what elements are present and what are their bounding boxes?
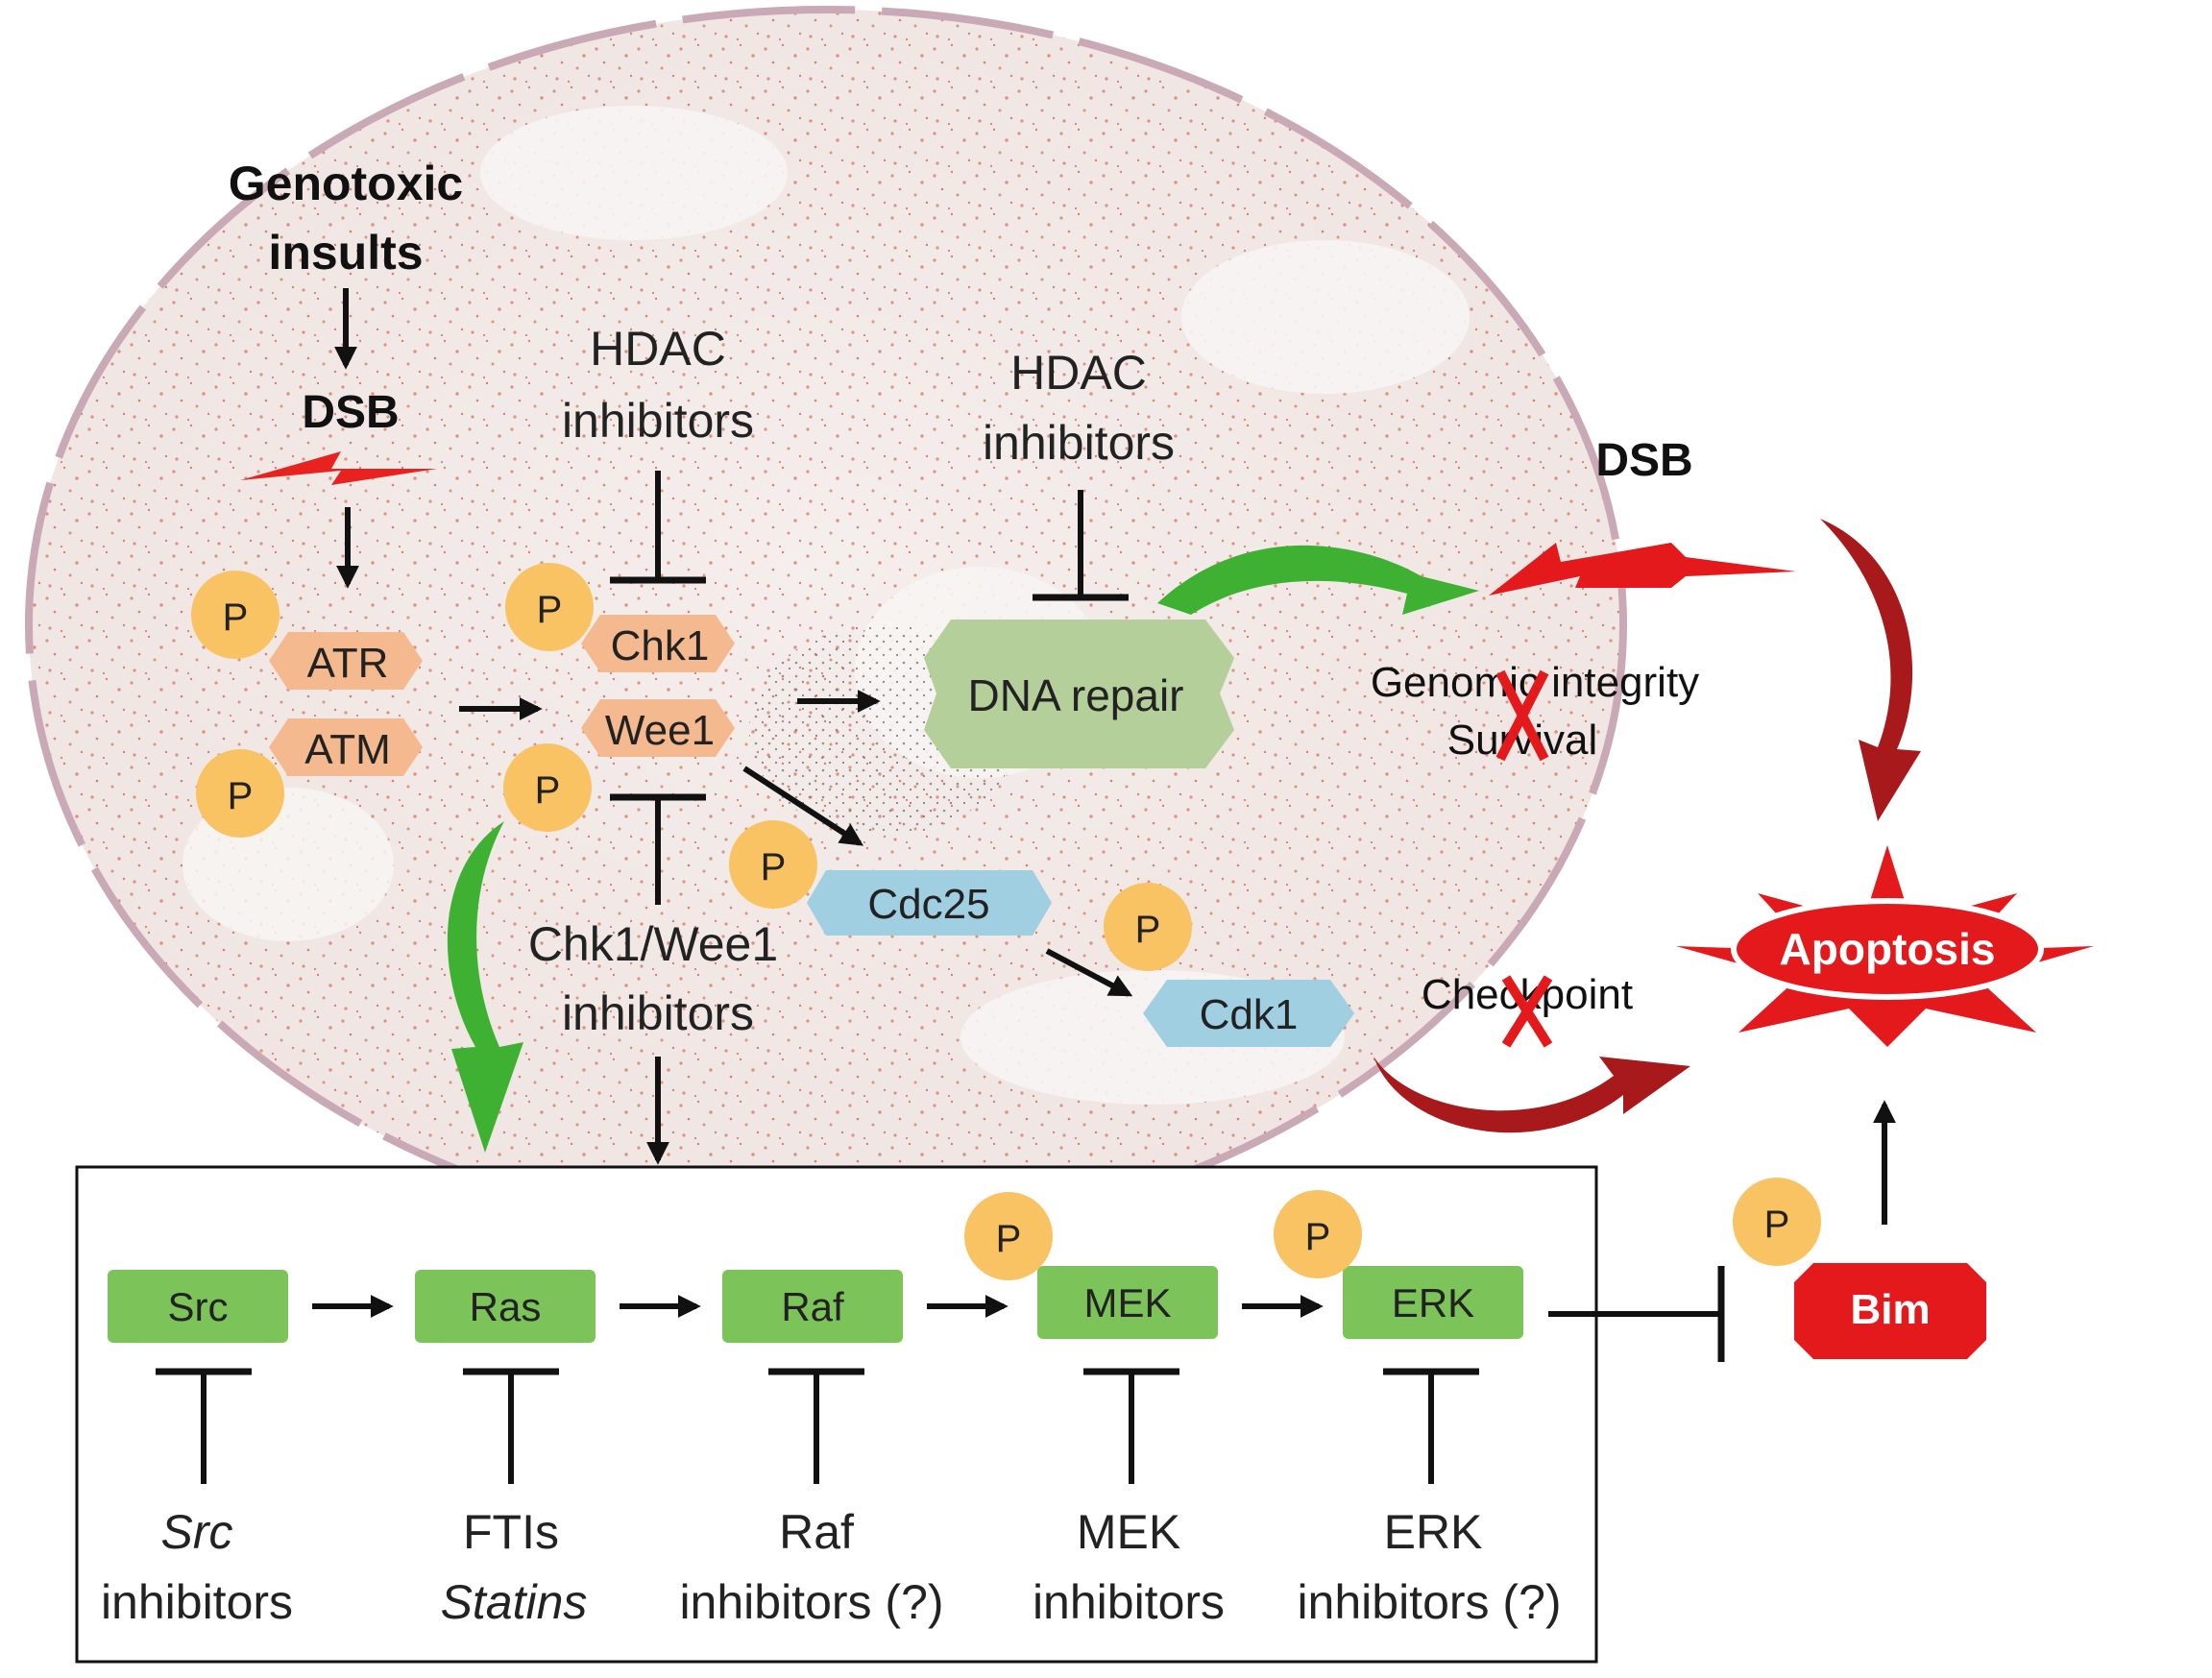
checkpoint-block-cross [1501,975,1553,1048]
dsb-right-lightning [1489,543,1796,596]
ras-inhibitor-label-2: Statins [441,1575,588,1629]
atr-label: ATR [307,640,389,687]
phospho-label: P [228,775,254,817]
phospho-label: P [537,589,563,631]
phospho-label: P [223,596,249,639]
dsb-apoptosis-arrow [1820,519,1921,821]
apoptosis-label: Apoptosis [1780,924,1996,974]
atr-phospho [191,571,280,659]
erk-inhibitor-label-2: inhibitors (?) [1297,1575,1561,1629]
cdk1-box [1143,980,1354,1047]
erk-inhibitor-label-1: ERK [1384,1505,1483,1559]
phospho-label: P [1135,909,1161,951]
dna-repair-label: DNA repair [968,670,1184,720]
src-box [108,1270,288,1343]
cdc25-label: Cdc25 [867,881,989,928]
src-label: Src [168,1284,229,1329]
raf-inhibitor-label-1: Raf [779,1505,854,1559]
green-arrow-mapk [447,821,523,1153]
chk1-label: Chk1 [611,622,710,669]
phospho-label: P [535,769,561,812]
mek-inhibitor-label-1: MEK [1077,1505,1180,1559]
dna-repair-box [924,620,1234,768]
mek-label: MEK [1083,1280,1171,1325]
ras-box [415,1270,596,1343]
raf-label: Raf [781,1284,844,1329]
hdac1-label-1: HDAC [590,322,726,376]
checkpoint-apoptosis-arrow [1373,1057,1690,1133]
cdc25-box [807,870,1052,936]
phospho-label: P [1305,1216,1331,1258]
phospho-label: P [996,1218,1022,1260]
mek-phospho [964,1192,1053,1280]
erk-label: ERK [1392,1280,1474,1325]
cdk1-phospho [1104,883,1192,971]
genotoxic-label-2: insults [268,226,423,280]
atm-box [269,718,423,776]
wee1-phospho [503,743,592,832]
cdc25-phospho [729,820,817,909]
mek-inhibitor-label-2: inhibitors [1033,1575,1225,1629]
apoptosis-ellipse [1731,898,2044,1000]
mek-box [1037,1266,1218,1339]
erk-box [1343,1266,1523,1339]
dsb-right-label: DSB [1595,435,1692,486]
ras-label: Ras [470,1284,542,1329]
bim-phospho [1733,1178,1821,1266]
dsb-left-label: DSB [302,387,399,438]
raf-box [722,1270,903,1343]
chkwee-inh-label-1: Chk1/Wee1 [528,917,778,971]
cdk1-label: Cdk1 [1200,991,1299,1038]
wee1-label: Wee1 [605,707,715,754]
hdac2-label-2: inhibitors [983,416,1175,470]
chk1-phospho [505,563,594,651]
hdac2-label-1: HDAC [1010,346,1147,400]
dsb-left-lightning [240,451,437,485]
atm-phospho [196,749,284,838]
chk1-box [581,615,735,672]
phospho-label: P [1764,1204,1790,1246]
bim-box [1794,1263,1986,1359]
erk-phospho [1274,1190,1362,1278]
chkwee-inh-label-2: inhibitors [562,986,754,1040]
ras-inhibitor-label-1: FTIs [463,1505,559,1559]
survival-block-cross [1495,669,1549,762]
src-inhibitor-label-1: Src [161,1505,233,1559]
src-inhibitor-label-2: inhibitors [101,1575,293,1629]
genotoxic-label-1: Genotoxic [229,157,463,210]
atm-label: ATM [304,726,391,773]
bim-label: Bim [1850,1286,1930,1333]
atr-box [269,632,423,690]
phospho-label: P [761,846,787,888]
hdac1-label-2: inhibitors [562,394,754,448]
green-arrow-repair [1157,545,1479,615]
raf-inhibitor-label-2: inhibitors (?) [679,1575,943,1629]
wee1-box [581,699,735,757]
